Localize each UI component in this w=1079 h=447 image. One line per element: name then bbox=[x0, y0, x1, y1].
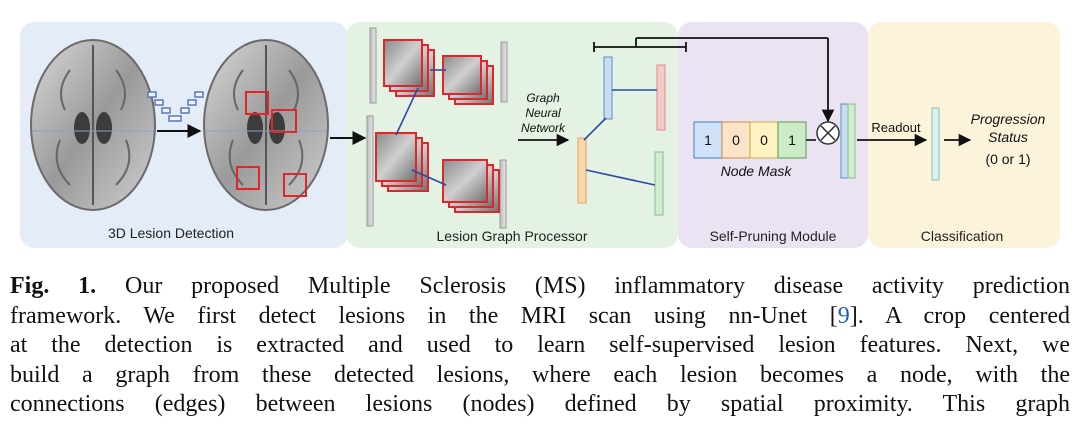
panel-label-graph-processor: Lesion Graph Processor bbox=[437, 228, 588, 244]
caption-text: build a graph from these detected lesion… bbox=[10, 361, 1070, 388]
caption-line: framework. We first detect lesions in th… bbox=[10, 302, 1070, 332]
multiply-operator bbox=[816, 121, 840, 145]
node-mask-cell bbox=[721, 121, 751, 159]
caption-text: framework. We first detect lesions in th… bbox=[10, 302, 838, 329]
brain-scan-original bbox=[30, 39, 156, 211]
caption-text: Our proposed Multiple Sclerosis (MS) inf… bbox=[124, 273, 1071, 299]
feature-bar bbox=[499, 159, 507, 229]
pruned-embedding bbox=[847, 103, 856, 179]
citation-link[interactable]: 9 bbox=[837, 302, 850, 329]
graph-embedding bbox=[931, 107, 940, 181]
node-mask-value: 1 bbox=[704, 132, 712, 148]
figure-diagram: Graph Neural Network 1 0 0 1 Node Mask bbox=[20, 22, 1060, 248]
caption-line: connections (edges) between lesions (nod… bbox=[10, 390, 1070, 420]
unet-icon bbox=[147, 91, 204, 122]
node-mask-value: 0 bbox=[760, 132, 768, 148]
lesion-boxes bbox=[236, 91, 307, 197]
gnn-label-line: Neural bbox=[525, 106, 561, 120]
node-embedding bbox=[603, 56, 613, 120]
classification-panel bbox=[868, 22, 1060, 248]
node-mask-label: Node Mask bbox=[721, 163, 793, 179]
panel-label-classification: Classification bbox=[921, 228, 1003, 244]
caption-figure-label: Fig. 1. bbox=[10, 273, 97, 299]
lesion-crop-stack bbox=[383, 39, 435, 97]
lesion-graph-edges bbox=[395, 69, 447, 186]
feature-bar bbox=[366, 115, 374, 227]
caption-text: at the detection is extracted and used t… bbox=[10, 332, 1070, 358]
node-mask[interactable]: 1 0 0 1 bbox=[693, 121, 807, 159]
node-embedding bbox=[656, 64, 666, 131]
node-mask-value: 0 bbox=[732, 132, 740, 148]
gnn-label-line: Graph bbox=[526, 91, 560, 105]
gnn-label-line: Network bbox=[521, 121, 566, 135]
progression-label-line: Progression bbox=[971, 111, 1046, 127]
pruned-embedding bbox=[840, 103, 849, 179]
caption-text: connections (edges) between lesions (nod… bbox=[10, 391, 1070, 417]
lesion-crop-stack bbox=[442, 159, 500, 213]
caption-text: ]. A crop centered bbox=[849, 302, 1071, 329]
feature-bar bbox=[369, 27, 377, 104]
brain-scan-detected bbox=[203, 39, 329, 211]
node-mask-cell bbox=[693, 121, 723, 159]
node-mask-cell bbox=[777, 121, 807, 159]
caption-line: Fig. 1. Our proposed Multiple Sclerosis … bbox=[10, 272, 1070, 302]
panel-label-self-pruning: Self-Pruning Module bbox=[710, 228, 837, 244]
skip-connection bbox=[593, 37, 835, 123]
figure-caption: Fig. 1. Our proposed Multiple Sclerosis … bbox=[10, 272, 1070, 420]
caption-line: at the detection is extracted and used t… bbox=[10, 331, 1070, 361]
lesion-crop-stack bbox=[375, 132, 429, 192]
caption-line: build a graph from these detected lesion… bbox=[10, 361, 1070, 391]
lesion-crop-stack bbox=[442, 55, 494, 105]
node-embedding bbox=[654, 151, 664, 216]
progression-values: (0 or 1) bbox=[985, 151, 1030, 167]
node-mask-value: 1 bbox=[788, 132, 796, 148]
pipeline-svg: Graph Neural Network 1 0 0 1 Node Mask bbox=[20, 22, 1060, 248]
readout-label: Readout bbox=[871, 120, 921, 135]
node-embedding bbox=[577, 137, 587, 204]
feature-bar bbox=[500, 41, 508, 103]
panel-label-detection: 3D Lesion Detection bbox=[108, 225, 234, 241]
node-embedding-edges bbox=[583, 89, 657, 186]
progression-label-line: Status bbox=[988, 129, 1028, 145]
